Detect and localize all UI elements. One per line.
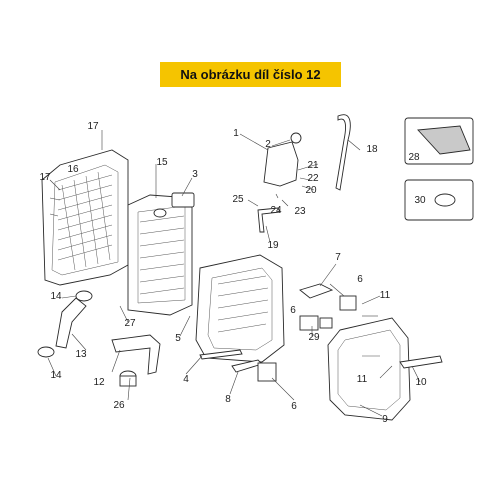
fan-cover bbox=[327, 317, 411, 421]
callout-16: 16 bbox=[67, 164, 79, 175]
callout-22: 22 bbox=[307, 173, 319, 184]
cap-26 bbox=[119, 370, 137, 387]
callout-18: 18 bbox=[366, 144, 378, 155]
leader-lines bbox=[47, 130, 421, 417]
callout-6c: 6 bbox=[291, 401, 297, 412]
page-title: Na obrázku díl číslo 12 bbox=[160, 62, 341, 87]
callout-10: 10 bbox=[415, 377, 427, 388]
callout-20: 20 bbox=[305, 185, 317, 196]
callout-11b: 11 bbox=[356, 374, 368, 385]
cover-panel bbox=[404, 117, 474, 165]
callout-13: 13 bbox=[75, 349, 87, 360]
callout-27: 27 bbox=[124, 318, 136, 329]
breather-hose bbox=[257, 207, 281, 233]
fan-cowl bbox=[195, 254, 285, 363]
callout-28: 28 bbox=[408, 152, 420, 163]
callout-25: 25 bbox=[232, 194, 244, 205]
callout-4: 4 bbox=[183, 374, 189, 385]
radiator bbox=[127, 192, 195, 316]
callout-23: 23 bbox=[294, 206, 306, 217]
callout-1: 1 bbox=[233, 128, 239, 139]
radiator-shroud bbox=[41, 149, 129, 286]
callout-7: 7 bbox=[335, 252, 341, 263]
callout-3: 3 bbox=[192, 169, 198, 180]
callout-5: 5 bbox=[175, 333, 181, 344]
hose-clamp-box bbox=[404, 179, 474, 221]
hose-part-12 bbox=[111, 334, 161, 375]
callout-14a: 14 bbox=[50, 291, 62, 302]
callout-29: 29 bbox=[308, 332, 320, 343]
callout-6b: 6 bbox=[290, 305, 296, 316]
callout-21: 21 bbox=[307, 160, 319, 171]
expansion-tank bbox=[263, 132, 302, 187]
callout-14b: 14 bbox=[50, 370, 62, 381]
callout-12: 12 bbox=[93, 377, 105, 388]
callout-24: 24 bbox=[270, 205, 282, 216]
callout-2: 2 bbox=[265, 139, 271, 150]
callout-6a: 6 bbox=[357, 274, 363, 285]
callout-26: 26 bbox=[113, 400, 125, 411]
lower-hose bbox=[55, 297, 87, 349]
callout-19: 19 bbox=[267, 240, 279, 251]
callout-17a: 17 bbox=[87, 121, 99, 132]
callout-30: 30 bbox=[414, 195, 426, 206]
callout-9: 9 bbox=[382, 414, 388, 425]
overflow-hose bbox=[335, 114, 351, 191]
callout-11a: 11 bbox=[379, 290, 391, 301]
callout-15: 15 bbox=[156, 157, 168, 168]
callout-17b: 17 bbox=[39, 172, 51, 183]
callout-8: 8 bbox=[225, 394, 231, 405]
